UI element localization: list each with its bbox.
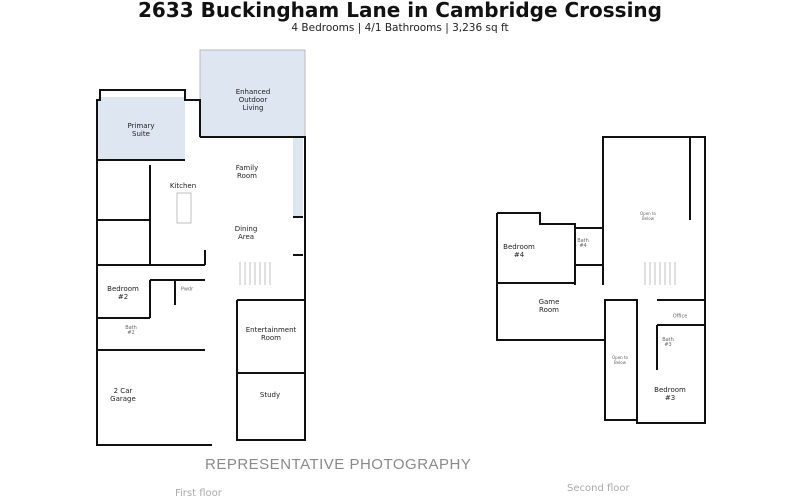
- primary-suite-area: [98, 97, 185, 160]
- room-open-to-below-2: Open to Below: [612, 355, 628, 365]
- room-game: Game Room: [538, 298, 560, 314]
- page-title: 2633 Buckingham Lane in Cambridge Crossi…: [138, 0, 662, 22]
- first-floor-caption: First floor: [175, 488, 222, 499]
- first-floor-plan: [96, 49, 306, 446]
- second-floor-caption: Second floor: [567, 483, 630, 494]
- room-kitchen: Kitchen: [169, 182, 197, 190]
- room-bath-4: Bath #4: [577, 238, 589, 249]
- watermark: REPRESENTATIVE PHOTOGRAPHY: [205, 456, 472, 473]
- fireplace-area: [293, 137, 303, 217]
- room-family: Family Room: [235, 164, 259, 180]
- room-garage: 2 Car Garage: [110, 387, 136, 403]
- room-entertainment: Entertainment Room: [245, 326, 297, 342]
- room-powder: Pwdr: [180, 286, 194, 293]
- room-bath-2: Bath #2: [125, 325, 137, 336]
- second-floor-plan: [496, 136, 706, 424]
- room-bath-3: Bath #3: [662, 337, 674, 348]
- outdoor-living-area: [199, 49, 306, 138]
- room-outdoor-living: Enhanced Outdoor Living: [235, 88, 271, 112]
- room-bedroom-2: Bedroom #2: [107, 285, 139, 301]
- page-subtitle: 4 Bedrooms | 4/1 Bathrooms | 3,236 sq ft: [291, 22, 509, 34]
- room-open-to-below: Open to Below: [640, 211, 656, 221]
- room-bedroom-3: Bedroom #3: [654, 386, 686, 402]
- room-bedroom-4: Bedroom #4: [503, 243, 535, 259]
- room-study: Study: [259, 391, 281, 399]
- room-dining: Dining Area: [234, 225, 258, 241]
- room-primary-suite: Primary Suite: [127, 122, 155, 138]
- room-office: Office: [672, 313, 688, 320]
